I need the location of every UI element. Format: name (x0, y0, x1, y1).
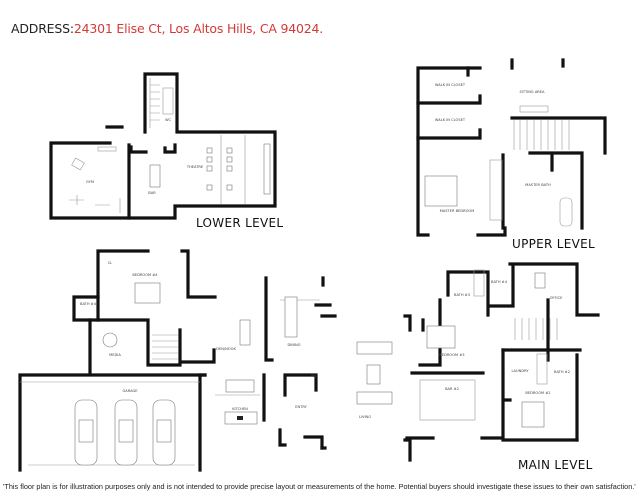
room-label-media: MEDIA (109, 353, 121, 357)
room-label-wc-lower: WC (165, 118, 172, 122)
theatre-seats-icon (206, 143, 271, 195)
room-label-bath2: BATH #2 (554, 370, 570, 374)
room-label-dining: DINING (287, 343, 300, 347)
sofa-1 (356, 341, 393, 355)
room-label-bath4-left: BATH #4 (80, 302, 97, 306)
address-label: ADDRESS: (11, 21, 74, 36)
kitchen-island (225, 379, 255, 393)
room-label-master-bedroom: MASTER BEDROOM (440, 209, 475, 213)
upper-level-plan: WALK IN CLOSET WALK IN CLOSET SITTING AR… (416, 58, 607, 251)
dining-table (284, 296, 298, 338)
bedroom3-bed (426, 325, 456, 349)
address-value: 24301 Elise Ct, Los Altos Hills, CA 9402… (73, 21, 324, 36)
cars-icon (74, 399, 176, 466)
main-level-plan: BEDROOM #4 BATH #4 CL MEDIA DEN/NOOK GAR… (18, 249, 412, 472)
room-label-bath3: BATH #3 (454, 293, 470, 297)
room-label-walk-in-2: WALK IN CLOSET (435, 118, 466, 122)
room-label-bedroom2: BEDROOM #2 (525, 391, 550, 395)
office-desk (534, 272, 546, 289)
room-label-master-bath: MASTER BATH (525, 183, 551, 187)
room-label-garage: GARAGE (122, 389, 138, 393)
bar-counter (149, 164, 161, 188)
lower-level-plan: GYM BAR THEATRE WC LOWER LEVEL (49, 72, 283, 230)
media-table (102, 332, 118, 348)
main-level-title: MAIN LEVEL (518, 458, 593, 472)
bedroom2-bed (521, 401, 545, 428)
room-label-wc-main: WC (311, 374, 318, 378)
room-label-bar: BAR (148, 191, 156, 195)
room-label-laundry: LAUNDRY (511, 369, 529, 373)
room-label-bar2: BAR #2 (445, 387, 459, 391)
room-label-bedroom4: BEDROOM #4 (132, 273, 158, 277)
room-label-bedroom3: BEDROOM #3 (439, 353, 464, 357)
room-label-walk-in-1: WALK IN CLOSET (435, 83, 466, 87)
room-label-bath4-right: BATH #4 (491, 280, 508, 284)
room-label-closet: CL (108, 261, 113, 265)
main-level-right-plan: BATH #3 BATH #4 OFFICE BEDROOM #3 BAR #2… (405, 262, 600, 472)
gym-equipment-icon (69, 146, 121, 213)
room-label-kitchen: KITCHEN (232, 407, 248, 411)
upper-level-title: UPPER LEVEL (512, 237, 595, 251)
lower-level-title: LOWER LEVEL (196, 216, 283, 230)
coffee-table (366, 364, 381, 385)
bedroom4-bed (134, 282, 161, 304)
room-label-den-nook: DEN/NOOK (216, 347, 236, 351)
room-label-theatre: THEATRE (186, 165, 204, 169)
sofa-2 (356, 391, 393, 405)
cooktop-icon (237, 416, 243, 420)
room-label-living: LIVING (359, 415, 371, 419)
room-label-gym: GYM (86, 180, 94, 184)
room-label-entry: ENTRY (295, 405, 307, 409)
address-header: ADDRESS:24301 Elise Ct, Los Altos Hills,… (11, 21, 323, 36)
room-label-sitting-area: SITTING AREA (519, 90, 545, 94)
room-label-office: OFFICE (550, 296, 564, 300)
master-bed (424, 175, 458, 207)
disclaimer: 'This floor plan is for illustration pur… (3, 482, 636, 491)
nook-table (239, 319, 251, 346)
